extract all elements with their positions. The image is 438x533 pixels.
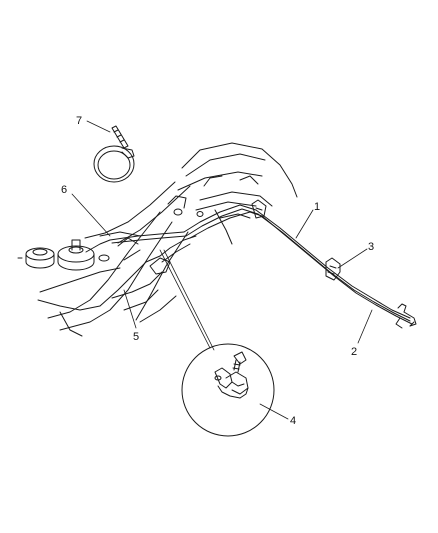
- line-clip: [325, 257, 341, 281]
- fuel-pump-module: [57, 239, 111, 271]
- callout-1: 1: [314, 201, 320, 213]
- line-end-fitting: [395, 303, 417, 329]
- callout-3: 3: [368, 241, 374, 253]
- band-clamp: [93, 125, 135, 183]
- callouts: 1 2 3 4 5 6 7: [61, 115, 374, 427]
- callout-2: 2: [351, 346, 357, 358]
- upper-clip: [251, 199, 267, 219]
- detail-view-circle: [181, 343, 275, 437]
- callout-4: 4: [290, 415, 296, 427]
- lines-bundle: [109, 204, 413, 325]
- callout-7: 7: [76, 115, 82, 127]
- callout-6: 6: [61, 184, 67, 196]
- vehicle-body-outline: [37, 142, 298, 337]
- fuel-tank-fitting: [17, 247, 55, 269]
- callout-5: 5: [133, 331, 139, 343]
- leader-lines: [71, 120, 373, 420]
